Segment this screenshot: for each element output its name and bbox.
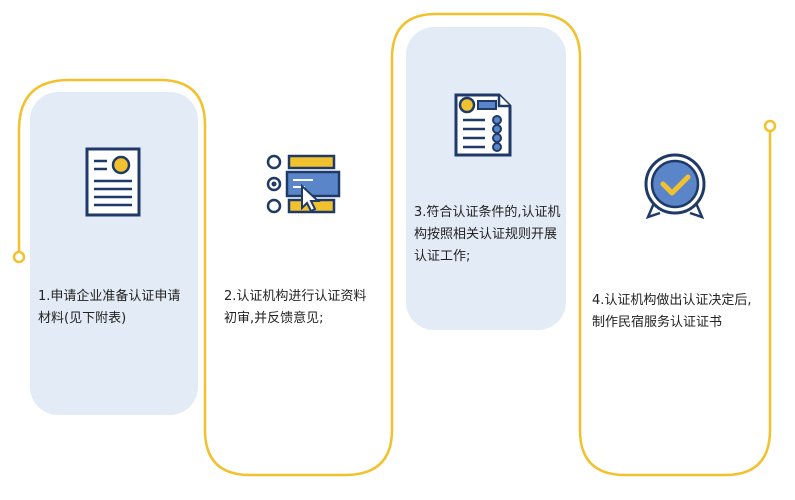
step-3-text: 3.符合认证条件的,认证机构按照相关认证规则开展认证工作; xyxy=(414,205,561,264)
step-2-text: 2.认证机构进行认证资料初审,并反馈意见; xyxy=(224,289,367,326)
step-1-text: 1.申请企业准备认证申请材料(见下附表) xyxy=(38,289,181,326)
document-icon xyxy=(85,147,141,217)
step-4-text: 4.认证机构做出认证决定后,制作民宿服务认证证书 xyxy=(592,293,752,330)
form-select-icon xyxy=(266,154,341,214)
track-path xyxy=(17,12,772,477)
start-dot xyxy=(12,250,26,264)
step-3-card xyxy=(406,27,566,330)
end-dot xyxy=(763,119,777,133)
step-1-card xyxy=(30,92,198,415)
approved-badge-icon xyxy=(644,153,706,220)
checklist-document-icon xyxy=(454,93,512,157)
